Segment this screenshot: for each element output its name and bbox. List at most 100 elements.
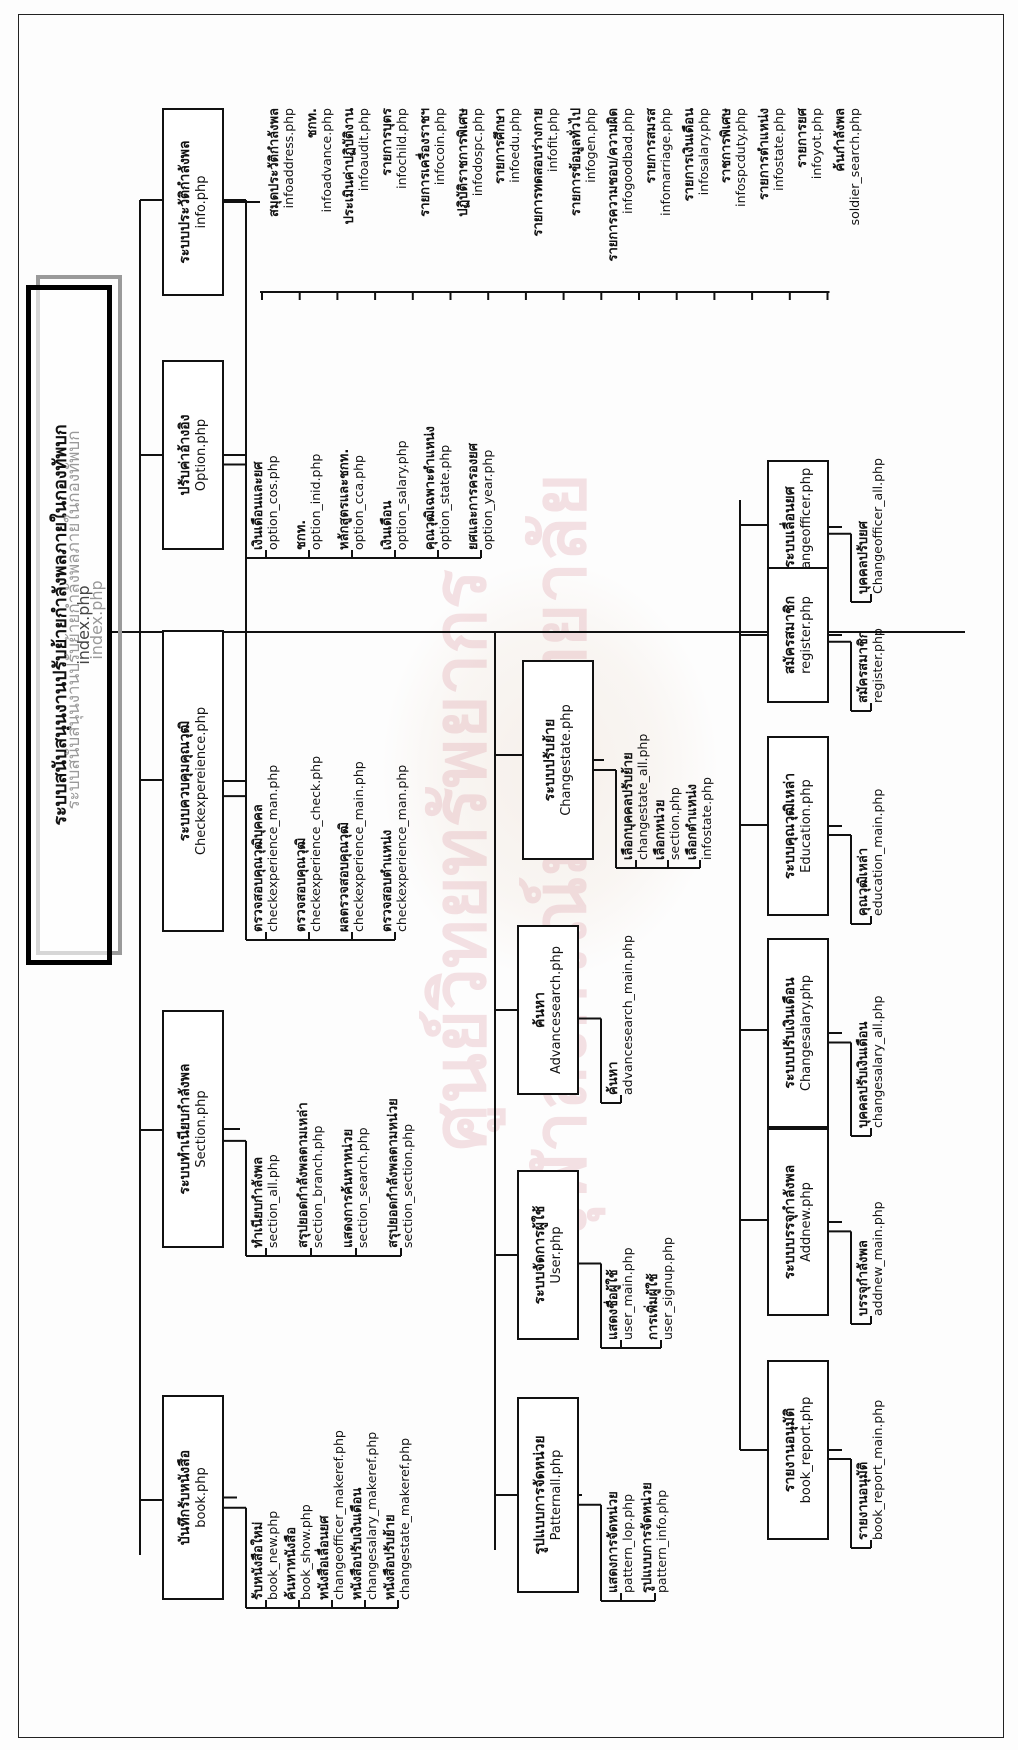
leaf-file: infodospc.php xyxy=(469,108,485,197)
node-file: Addnew.php xyxy=(798,1182,814,1262)
leaf-file: user_main.php xyxy=(619,1247,635,1340)
node-title: รูปแบบการจัดหน่วย xyxy=(531,1435,548,1555)
node-title: ระบบคุณวุฒิเหล่า xyxy=(781,772,798,880)
node-box-checkexp: ระบบควบคุมคุณวุฒิCheckexpereience.php xyxy=(162,630,224,932)
leaf-user-0: แสดงชื่อผู้ใช้user_main.php xyxy=(606,1140,641,1340)
leaf-file: advancesearch_main.php xyxy=(619,935,635,1095)
leaf-file: section_section.php xyxy=(399,1123,415,1248)
leaf-file: checkexperience_check.php xyxy=(307,755,323,932)
leaf-title: ยศและการครองยศ xyxy=(466,442,481,550)
leaf-file: infoyot.php xyxy=(808,108,824,180)
leaf-title: ค้นหา xyxy=(606,1061,621,1095)
leaf-file: soldier_search.php xyxy=(846,108,862,226)
leaf-title: รายการเครื่องราชฯ xyxy=(417,108,433,217)
node-file: Changesalary.php xyxy=(798,974,814,1092)
node-file: Changestate.php xyxy=(558,704,574,816)
leaf-file: infospcduty.php xyxy=(733,108,749,207)
leaf-file: book_report_main.php xyxy=(869,1399,885,1540)
leaf-file: option_year.php xyxy=(479,449,495,550)
leaf-file: section_branch.php xyxy=(309,1125,325,1249)
leaf-title: คุณวุฒิเหล่า xyxy=(856,847,871,916)
leaf-file: infocoin.php xyxy=(431,108,447,186)
leaf-title: ค้นกำลังพล xyxy=(832,108,848,172)
leaf-info-1: ชกท.infoadvance.php xyxy=(304,108,342,288)
node-file: register.php xyxy=(798,596,814,674)
leaf-title: คุณวุฒิเฉพาะตำแหน่ง xyxy=(423,426,438,550)
node-title: ระบบประวัติกำลังพล xyxy=(176,140,193,264)
leaf-file: infochild.php xyxy=(393,108,409,189)
node-title: บันทึกรับหนังสือ xyxy=(176,1449,193,1546)
leaf-file: section.php xyxy=(666,787,682,860)
leaf-file: infoedu.php xyxy=(506,108,522,183)
leaf-file: infogen.php xyxy=(582,108,598,183)
leaf-file: option_cos.php xyxy=(264,455,280,550)
root-title-sub: ระบบสนับสนุนงานปรับย้ายกำลังพลภายในกองทั… xyxy=(64,430,84,810)
leaf-title: รายการศึกษา xyxy=(493,108,509,185)
leaf-title: หนังสือปรับเงินเดือน xyxy=(350,1487,365,1600)
node-box-user: ระบบจัดการผู้ใช้User.php xyxy=(517,1170,579,1340)
root-shadow-text: ระบบสนับสนุนงานปรับย้ายกำลังพลภายในกองทั… xyxy=(60,280,120,960)
leaf-file: checkexperience_man.php xyxy=(393,764,409,932)
node-title: รายงานอนุมัติ xyxy=(781,1407,798,1493)
leaf-file: infoadvance.php xyxy=(318,108,334,213)
leaf-title: สรุปยอดกำลังพลตามหน่วย xyxy=(386,1098,401,1248)
node-file: book.php xyxy=(193,1467,209,1528)
node-title: ระบบเลื่อนยศ xyxy=(781,486,798,568)
leaf-file: section_search.php xyxy=(354,1127,370,1248)
page-frame xyxy=(18,14,1004,1738)
node-file: Education.php xyxy=(798,779,814,873)
leaf-file: infostate.php xyxy=(698,777,714,860)
leaf-file: book_show.php xyxy=(297,1504,313,1600)
leaf-title: บรรจุกำลังพล xyxy=(856,1240,871,1316)
leaf-title: ชกท. xyxy=(304,108,320,139)
leaf-file: changesalary_all.php xyxy=(869,995,885,1128)
leaf-title: เงินเดือนและยศ xyxy=(251,461,266,550)
leaf-file: infoaudit.php xyxy=(356,108,372,192)
leaf-file: infogoodbad.php xyxy=(619,108,635,214)
leaf-user-1: การเพิ่มผู้ใช้user_signup.php xyxy=(646,1140,681,1340)
node-title: ระบบปรับเงินเดือน xyxy=(781,977,798,1089)
leaf-file: section_all.php xyxy=(264,1154,280,1248)
node-file: Advancesearch.php xyxy=(548,945,564,1075)
leaf-title: สมุดประวัติกำลังพล xyxy=(267,108,282,217)
leaf-file: changesalary_makeref.php xyxy=(363,1431,379,1600)
leaf-title: รายการข้อมูลทั่วไป xyxy=(568,108,584,216)
leaf-file: option_state.php xyxy=(436,444,452,550)
node-title: ระบบจัดการผู้ใช้ xyxy=(531,1205,548,1305)
leaf-title: รายการทดสอบร่างกาย xyxy=(530,108,546,237)
root-file-sub: index.php xyxy=(87,580,106,660)
leaf-title: ค้นหาหนังสือ xyxy=(284,1527,299,1600)
leaf-title: เลือกหน่วย xyxy=(653,799,668,860)
node-title: ระบบบรรจุกำลังพล xyxy=(781,1164,798,1280)
leaf-title: หนังสือเลื่อนยศ xyxy=(317,1515,332,1600)
